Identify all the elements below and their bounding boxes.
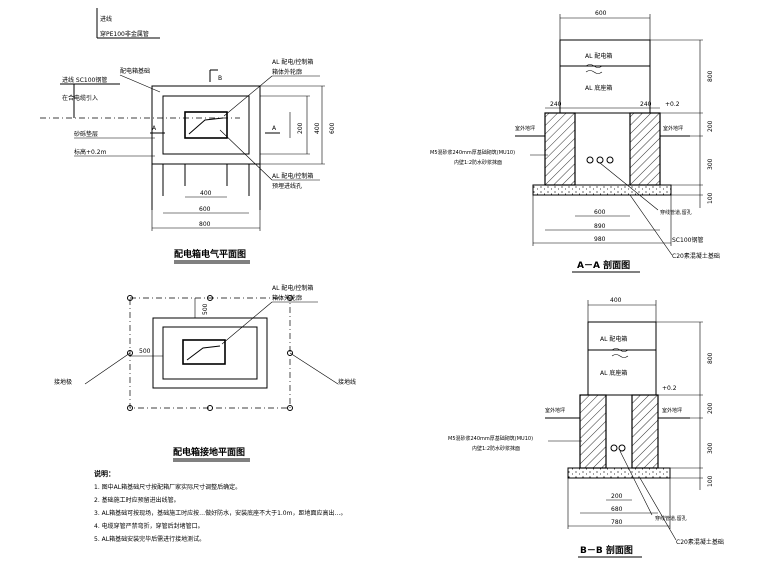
box-base-label: 配电箱基础	[120, 67, 150, 75]
bb-dim-400: 400	[610, 297, 622, 304]
note-item: 3. AL箱基础可按现场，基础施工时应按…做好防水，安装底座不大于1.0m，距地…	[94, 510, 347, 517]
bb-wall-note-2: 内壁1:2防水砂浆抹面	[472, 445, 520, 452]
note-item: 1. 图中AL箱基础尺寸按配箱厂家实际尺寸调整后确定。	[94, 484, 242, 491]
aa-dim-600: 600	[595, 10, 607, 17]
plan-grounding: 500 500 AL 配电/控制箱 箱体外轮廓 接地极 接地线 配电箱接地平面图	[54, 284, 356, 462]
bb-al-base-label: AL 底座箱	[600, 369, 627, 377]
dim-200: 200	[297, 122, 304, 134]
al-bot-label-2: 预埋进线孔	[272, 182, 302, 190]
al-bot-label-1: AL 配电/控制箱	[272, 172, 313, 180]
aa-dim-100: 100	[707, 192, 714, 204]
pipe-top-label: 穿PE100非金属管	[100, 30, 149, 38]
dim-400-h: 400	[200, 190, 212, 197]
dim-600-h: 600	[199, 206, 211, 213]
section-b-mark: B	[218, 75, 222, 82]
outer-base	[151, 85, 261, 165]
aa-wall-note-2: 内壁1:2防水砂浆抹面	[454, 159, 502, 166]
aa-dim-800: 800	[707, 70, 714, 82]
bb-ground-right: 室外地坪	[662, 407, 682, 414]
bb-dim-b200: 200	[611, 493, 623, 500]
aa-dim-300: 300	[707, 158, 714, 170]
aa-pipe-note: SC100钢管	[672, 236, 703, 244]
bb-title: B－B 剖面图	[580, 544, 633, 556]
sand-label: 砂砾垫层	[74, 130, 98, 138]
aa-wall-note-1: M5混砂浆240mm厚基础砌筑(MU10)	[430, 149, 515, 156]
aa-dim-b600: 600	[594, 209, 606, 216]
bb-dim-plus: +0.2	[662, 385, 677, 392]
aa-wall-right	[629, 112, 661, 186]
bb-wall-right	[631, 394, 659, 469]
bb-dim-100: 100	[707, 475, 714, 487]
elev-label: 标高+0.2m	[74, 148, 107, 156]
bb-al-box-label: AL 配电箱	[600, 335, 627, 343]
note-item: 5. AL箱基础安装完毕后需进行接地测试。	[94, 536, 206, 543]
bb-hole-note: 穿线管道,留孔	[655, 515, 687, 522]
dim-600-v: 600	[329, 122, 336, 134]
bb-ground-left: 室外地坪	[545, 407, 565, 414]
al-box-plan2	[182, 339, 226, 365]
aa-al-box	[559, 39, 651, 114]
section-a-mark-right: A	[272, 125, 277, 132]
section-a-mark-left: A	[152, 125, 157, 132]
note-item: 2. 基础施工时应预留进出线管。	[94, 497, 180, 504]
bb-wall-note-1: M5混砂浆240mm厚基础砌筑(MU10)	[448, 435, 533, 442]
ground-al-label-2: 箱体外轮廓	[272, 294, 302, 302]
section-bb: 400 AL 配电箱 AL 底座箱 800 200 300 100 +0.2 室…	[448, 297, 724, 558]
aa-al-base-label: AL 底座箱	[585, 84, 612, 92]
aa-ground-right: 室外地坪	[663, 125, 683, 132]
dim-400-v: 400	[314, 122, 321, 134]
plan-electrical: 进线 穿PE100非金属管 进线 SC100钢管 在合电缆引入 砂砾垫层 标高+…	[40, 8, 336, 264]
notes-block: 说明： 1. 图中AL箱基础尺寸按配箱厂家实际尺寸调整后确定。 2. 基础施工时…	[94, 468, 424, 546]
aa-title: A－A 剖面图	[577, 259, 630, 271]
bb-conc-note: C20素混凝土基础	[676, 538, 724, 546]
bb-dim-300: 300	[707, 442, 714, 454]
bb-dim-800: 800	[707, 352, 714, 364]
note-item: 4. 电缆穿管严禁弯折，穿管后封堵管口。	[94, 523, 204, 530]
aa-dim-200: 200	[707, 120, 714, 132]
ground-al-label-1: AL 配电/控制箱	[272, 284, 313, 292]
bb-dim-b680: 680	[611, 506, 623, 513]
mid-base	[162, 95, 250, 155]
bb-concrete-base	[567, 467, 671, 479]
aa-conc-note: C20素混凝土基础	[672, 252, 720, 260]
aa-wall-left	[544, 112, 576, 186]
cable-left-label-2: 在合电缆引入	[62, 94, 98, 102]
dim-800-h: 800	[199, 221, 211, 228]
ground-right-label: 接地线	[338, 378, 356, 386]
cable-left-label-1: 进线 SC100钢管	[62, 76, 107, 84]
al-top-label-2: 箱体外轮廓	[272, 68, 302, 76]
al-box-plan	[184, 111, 228, 139]
aa-dim-240-a: 240	[550, 101, 562, 108]
section-aa: 600 AL 配电箱 AL 底座箱 800 200 300 100 240 24…	[430, 10, 720, 273]
plan1-title: 配电箱电气平面图	[174, 248, 246, 260]
bb-dim-200: 200	[707, 402, 714, 414]
aa-dim-plus: +0.2	[665, 101, 680, 108]
aa-al-box-label: AL 配电箱	[585, 52, 612, 60]
dim-500-h: 500	[139, 348, 151, 355]
aa-dim-b890: 890	[594, 223, 606, 230]
dim-500-v: 500	[202, 303, 209, 315]
cable-top-label: 进线	[100, 15, 112, 23]
aa-hole-note: 穿线管道,留孔	[660, 209, 692, 216]
bb-al-box	[587, 321, 657, 396]
aa-ground-left: 室外地坪	[515, 125, 535, 132]
bb-wall-left	[579, 394, 607, 469]
aa-concrete-base	[532, 184, 672, 196]
ground-left-label: 接地极	[54, 378, 72, 386]
plan2-title: 配电箱接地平面图	[173, 446, 245, 458]
notes-title: 说明：	[94, 470, 115, 478]
aa-dim-b980: 980	[594, 236, 606, 243]
al-top-label-1: AL 配电/控制箱	[272, 58, 313, 66]
ground-loop	[129, 297, 291, 409]
aa-dim-240-b: 240	[640, 101, 652, 108]
bb-dim-b780: 780	[611, 519, 623, 526]
